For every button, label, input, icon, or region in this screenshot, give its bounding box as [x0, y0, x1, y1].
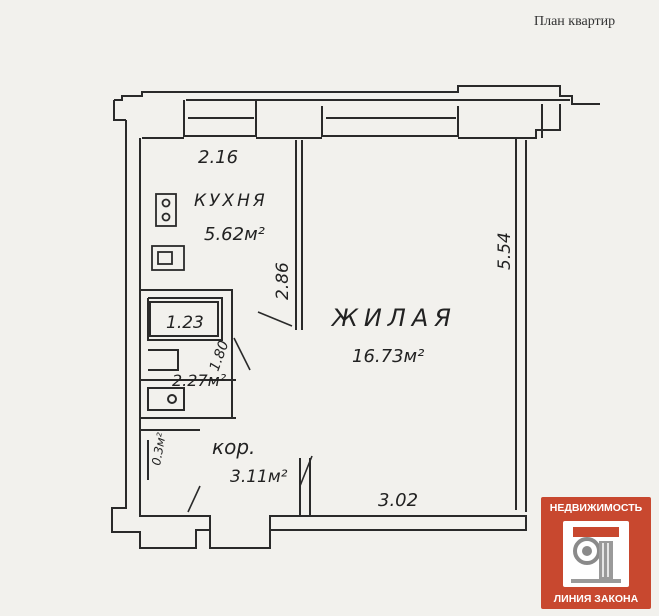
page-title: План квартир [534, 14, 616, 29]
outer-wall-bottom [209, 515, 527, 549]
living-name: ЖИЛАЯ [330, 304, 457, 332]
logo-bottom-text: ЛИНИЯ ЗАКОНА [553, 593, 639, 605]
bathtub [149, 301, 219, 337]
kitchen-name: КУХНЯ [194, 191, 268, 211]
closet-area: 0.3м² [149, 431, 169, 466]
corridor-area: 3.11м² [230, 467, 288, 487]
outer-wall-top [113, 85, 600, 121]
bathroom-walls [140, 289, 236, 419]
partition-corridor-living [299, 458, 311, 516]
window-right [321, 106, 459, 137]
logo-top-text: НЕДВИЖИМОСТЬ [549, 502, 643, 514]
inner-wall-top [142, 104, 561, 139]
closet-walls [140, 429, 200, 480]
door-swings [187, 311, 313, 513]
kitchen-area: 5.62м² [204, 224, 265, 245]
dim-living-length: 5.54 [495, 232, 515, 270]
dim-living-width: 3.02 [378, 490, 418, 511]
dim-kitchen-length: 2.86 [273, 262, 293, 300]
dim-kitchen-width: 2.16 [198, 147, 238, 168]
sink [147, 387, 185, 411]
stove [155, 193, 177, 227]
dim-bath-width: 1.23 [166, 313, 204, 333]
agency-logo: НЕДВИЖИМОСТЬ ЛИНИЯ ЗАКОНА [541, 497, 651, 609]
outer-wall-left [111, 120, 211, 549]
kitchen-sink [151, 245, 185, 271]
dim-bath-length: 1.80 [207, 339, 233, 374]
walls [111, 85, 600, 549]
bathroom-area: 2.27м² [172, 371, 227, 390]
sink-drain [167, 394, 177, 404]
window-left [183, 100, 257, 137]
living-area: 16.73м² [352, 346, 424, 367]
column-emblem-icon [563, 521, 629, 587]
outer-wall-right [515, 138, 527, 512]
corridor-name: кор. [212, 435, 255, 459]
partition-kitchen-living [295, 140, 303, 330]
